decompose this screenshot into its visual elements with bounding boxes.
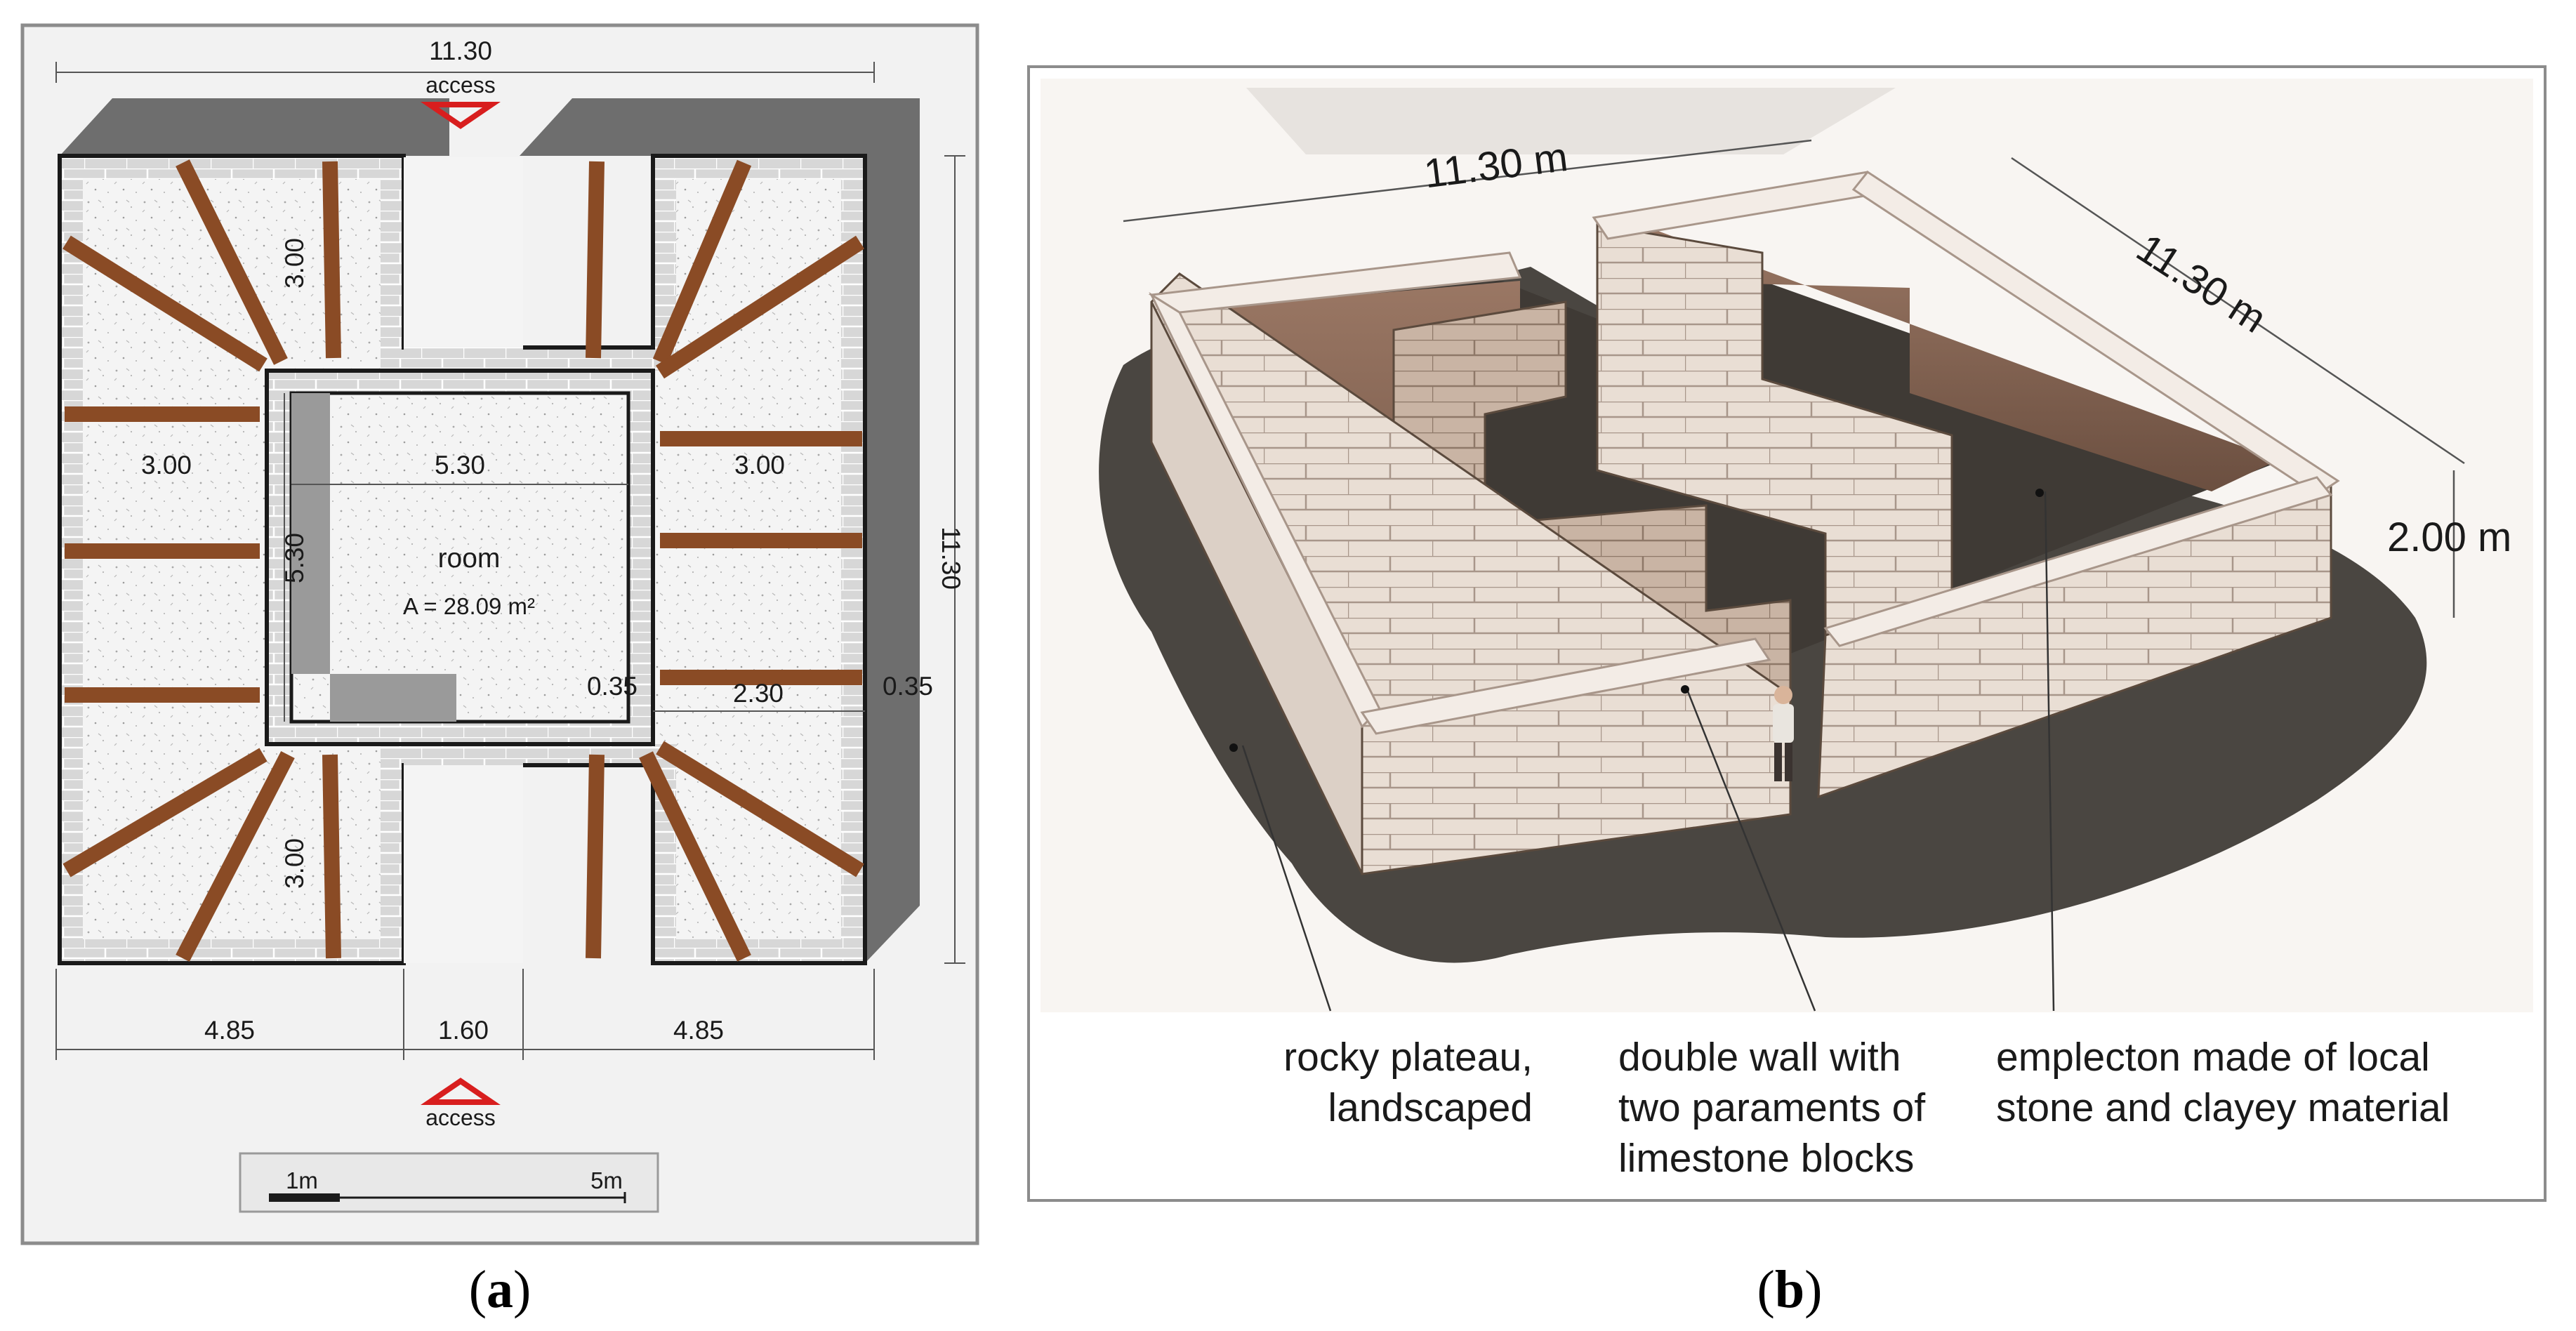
plan-dimension-lines [55, 62, 965, 1060]
dim-bottom-mid: 1.60 [438, 1016, 489, 1045]
scale-bar: 1m 5m [239, 1152, 659, 1213]
svg-text:two paraments of: two paraments of [1618, 1085, 1925, 1130]
dim-overall-width: 11.30 [429, 37, 492, 65]
background-plane [1246, 88, 1896, 154]
human-figure [1773, 686, 1794, 781]
svg-text:emplecton made of local: emplecton made of local [1996, 1035, 2430, 1080]
access-bottom-marker [421, 1078, 501, 1105]
dim-wall-inner: 0.35 [587, 672, 638, 701]
label-emplecton: emplecton made of local stone and clayey… [1996, 1035, 2450, 1130]
leader-lines [1241, 491, 2055, 1012]
svg-text:double wall with: double wall with [1618, 1035, 1901, 1080]
leader-dot-rocky [1229, 743, 1238, 752]
svg-text:stone and clayey material: stone and clayey material [1996, 1085, 2450, 1130]
room-name: room [438, 543, 501, 574]
svg-text:rocky plateau,: rocky plateau, [1283, 1035, 1533, 1080]
svg-text:limestone blocks: limestone blocks [1618, 1136, 1914, 1181]
scale-small-label: 1m [286, 1167, 318, 1193]
room-area: A = 28.09 m² [403, 593, 535, 619]
plan-shadow-right [520, 98, 920, 963]
leader-dot-wall [1681, 685, 1689, 694]
panel-b-3d: 11.30 m 11.30 m 2.00 m rocky plateau, la… [1027, 65, 2547, 1319]
interior-right-wall [1622, 218, 2278, 491]
caption-a: (a) [469, 1260, 531, 1319]
access-bottom-label: access [425, 1105, 496, 1130]
dim-height: 2.00 m [2387, 515, 2511, 560]
dim-bottom-left: 4.85 [204, 1016, 255, 1045]
access-top-label: access [425, 72, 496, 98]
dim-room-width: 5.30 [435, 451, 485, 479]
access-top-marker [421, 102, 501, 129]
svg-text:landscaped: landscaped [1328, 1085, 1533, 1130]
dim-left-arm: 3.00 [141, 451, 192, 479]
dim-bottom-right: 4.85 [673, 1016, 724, 1045]
plan-shadow-left [60, 98, 449, 156]
label-rocky-plateau: rocky plateau, landscaped [1283, 1035, 1533, 1130]
dim-wall-outer: 0.35 [883, 672, 933, 701]
wall-copings [1148, 170, 2340, 735]
dim-room-height: 5.30 [280, 533, 309, 583]
dim-arm-bottom: 3.00 [280, 838, 309, 889]
roof-beams [62, 159, 864, 962]
b-dimension-lines [1123, 139, 2465, 618]
leader-dot-emplecton [2035, 489, 2044, 497]
dim-overall-height: 11.30 [937, 527, 965, 590]
dim-arm-top: 3.00 [280, 238, 309, 289]
panel-a-plan: 11.30 access access 3.00 3.00 3.00 3.00 … [20, 23, 979, 1319]
scale-large-label: 5m [590, 1167, 623, 1193]
dim-right-arm: 3.00 [734, 451, 785, 479]
caption-b: (b) [1757, 1260, 1823, 1319]
label-double-wall: double wall with two paraments of limest… [1618, 1035, 1925, 1181]
dim-230: 2.30 [733, 679, 784, 708]
